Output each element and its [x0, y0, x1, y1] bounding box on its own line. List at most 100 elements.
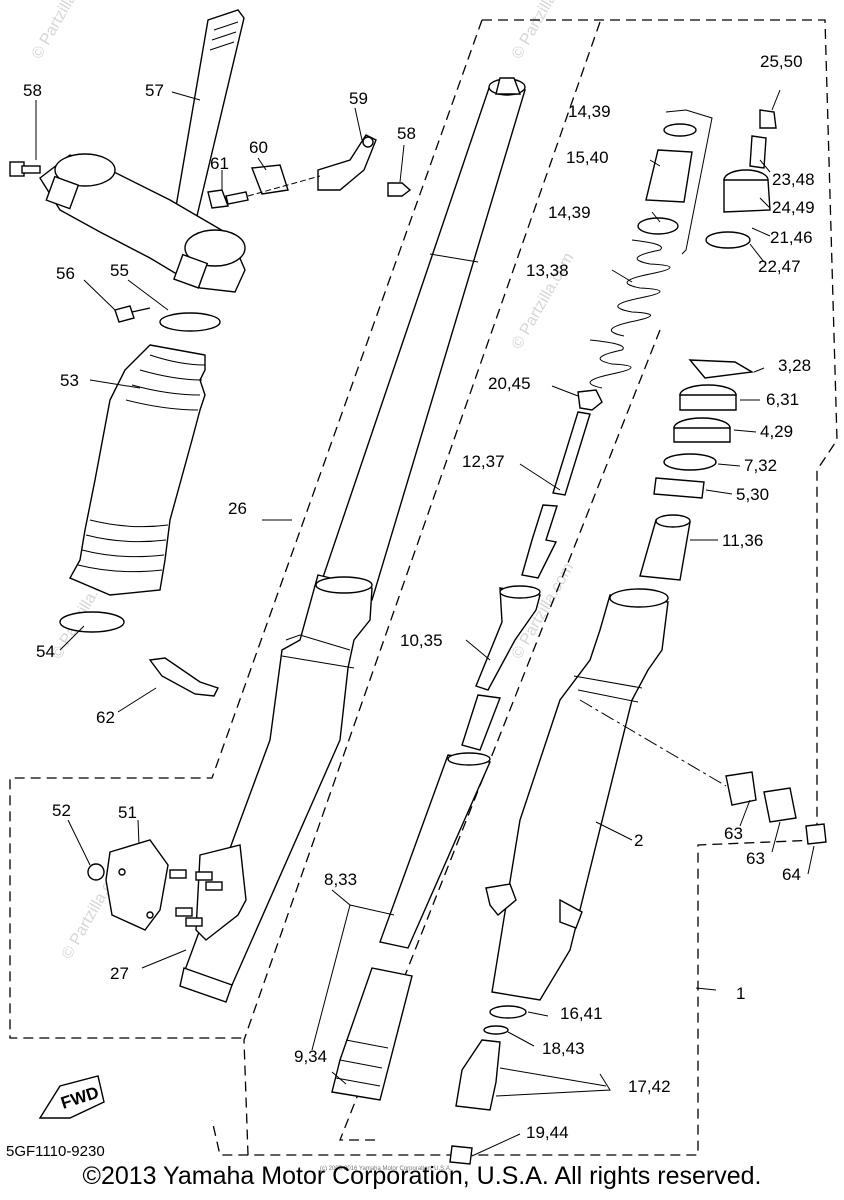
svg-text:© Partzilla.com: © Partzilla.com [29, 0, 98, 62]
outer-tube-right [449, 588, 827, 1165]
callout-26: 26 [228, 499, 247, 518]
callout-25-50: 25,50 [760, 52, 803, 71]
cap-25 [759, 109, 777, 129]
callout-23-48: 23,48 [772, 170, 815, 189]
damper-base [331, 967, 413, 1101]
washer-52 [87, 863, 105, 881]
bolt-19 [449, 1145, 473, 1165]
bracket-clamp-left [54, 153, 116, 187]
axle-holder-b [763, 787, 797, 823]
callout-6-31: 6,31 [766, 390, 799, 409]
callout-21-46: 21,46 [770, 228, 813, 247]
cap-bolt [723, 179, 771, 213]
callout-16-41: 16,41 [560, 1004, 603, 1023]
callout-7-32: 7,32 [744, 456, 777, 475]
callout-59: 59 [349, 89, 368, 108]
callout-18-43: 18,43 [542, 1039, 585, 1058]
callout-53: 53 [60, 371, 79, 390]
fwd-badge: FWD [38, 1075, 105, 1119]
callout-52: 52 [52, 801, 71, 820]
bolt-61 [207, 189, 249, 209]
callout-5-30: 5,30 [736, 485, 769, 504]
bolt-58-right [387, 182, 412, 197]
inner-tube-boundary [243, 21, 601, 1156]
callout-3-28: 3,28 [778, 356, 811, 375]
washer-5 [653, 477, 705, 499]
oring-22 [705, 231, 751, 249]
clip-7 [663, 453, 717, 471]
boot-band-upper [159, 312, 221, 332]
callout-61: 61 [210, 154, 229, 173]
damper-boundary [339, 329, 661, 1141]
callout-63-right: 63 [746, 849, 765, 868]
callout-15-40: 15,40 [566, 148, 609, 167]
callout-22-47: 22,47 [758, 257, 801, 276]
seals-and-bushings [639, 359, 755, 581]
fine-print: (c) 2005-2016 Yamaha Motor Corporation, … [320, 1166, 452, 1172]
damper-rod [552, 411, 591, 496]
caliper-bolts [169, 869, 223, 927]
damper-components [331, 389, 603, 1101]
inner-tube-assembly [179, 77, 526, 1003]
steering-stem [171, 9, 245, 232]
callout-27: 27 [110, 964, 129, 983]
callout-10-35: 10,35 [400, 631, 443, 650]
cable-guide [317, 134, 377, 191]
washer-14-upper [663, 123, 697, 137]
spacer-15 [645, 149, 693, 203]
gasket-18 [483, 1025, 509, 1035]
callout-24-49: 24,49 [772, 198, 815, 217]
steering-stem-assembly [9, 9, 412, 969]
callout-51: 51 [118, 803, 137, 822]
tube-cap [495, 77, 522, 95]
caliper-mount [195, 844, 247, 941]
washer-14-lower [637, 217, 679, 235]
callout-60: 60 [249, 138, 268, 157]
axle-holder-a [725, 771, 757, 806]
cylinder-top [475, 587, 541, 691]
callout-58-left: 58 [23, 81, 42, 100]
callout-57: 57 [145, 81, 164, 100]
adjuster-23 [749, 135, 767, 169]
bracket-clamp-right [184, 229, 246, 267]
clip-3 [688, 359, 755, 379]
bushing-11 [639, 519, 691, 581]
callout-64: 64 [782, 865, 801, 884]
callout-14-39-upper: 14,39 [568, 102, 611, 121]
washer-16 [489, 1005, 527, 1019]
callout-56: 56 [56, 264, 75, 283]
boot-band-lower [59, 611, 125, 633]
outer-tube-2 [491, 594, 669, 1001]
callout-8-33: 8,33 [324, 870, 357, 889]
callout-12-37: 12,37 [462, 452, 505, 471]
diagram-code: 5GF1110-9230 [6, 1143, 105, 1160]
callout-19-44: 19,44 [526, 1123, 569, 1142]
callout-55: 55 [110, 261, 129, 280]
bolt-64 [805, 823, 827, 845]
outer-tube-boundary [9, 19, 483, 1039]
axle-boss [485, 883, 517, 916]
damper-tube [379, 754, 492, 949]
hose-clamp [251, 164, 289, 195]
copyright-line: ©2013 Yamaha Motor Corporation, U.S.A. A… [82, 1162, 762, 1190]
caliper-cover-parts [87, 839, 223, 931]
callout-17-42: 17,42 [628, 1077, 671, 1096]
callout-4-29: 4,29 [760, 422, 793, 441]
caliper-cover [105, 839, 169, 931]
callout-13-38: 13,38 [526, 261, 569, 280]
hose-guard [148, 657, 219, 697]
spring-and-cap [589, 109, 777, 389]
tube-bottom [179, 967, 233, 1003]
cylinder-mid [461, 694, 501, 751]
callout-62: 62 [96, 708, 115, 727]
fork-boot [69, 344, 206, 596]
callout-11-36: 11,36 [722, 531, 763, 550]
callout-1: 1 [736, 984, 745, 1003]
callout-9-34: 9,34 [294, 1047, 327, 1066]
callouts: 58 57 59 58 60 61 56 55 53 26 54 62 52 5… [23, 52, 815, 1142]
nut-20 [577, 389, 603, 411]
rod-piston [521, 504, 558, 579]
callout-63-left: 63 [724, 824, 743, 843]
